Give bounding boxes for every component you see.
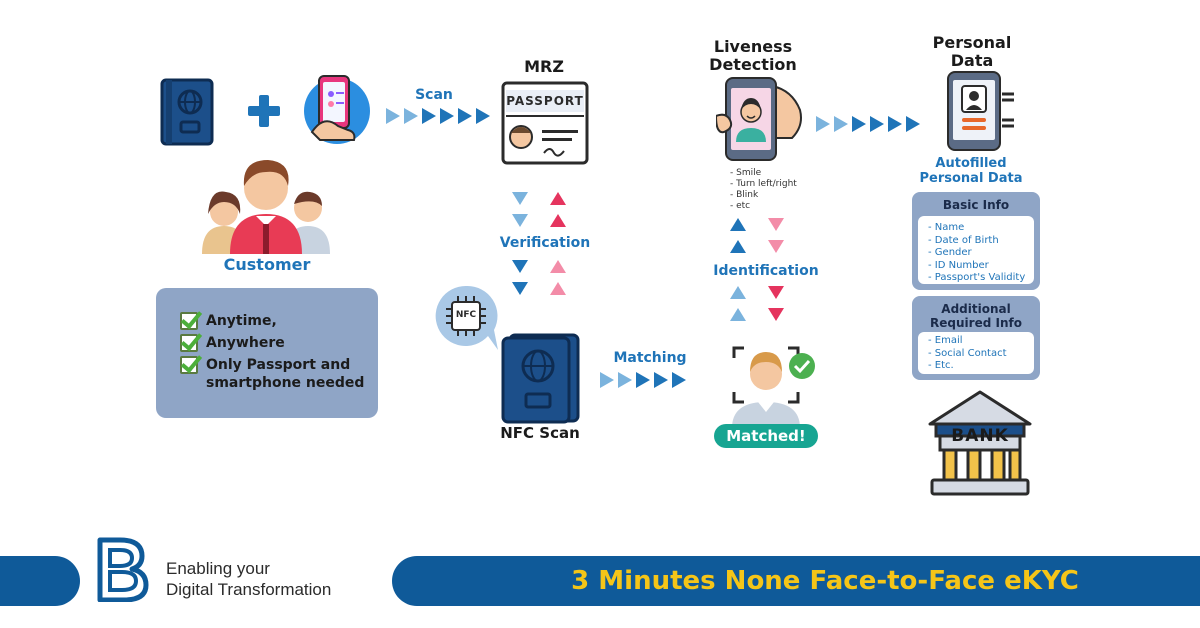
autofilled-line1: Autofilled [935,156,1007,171]
profile-phone-icon [944,70,1018,152]
bank-text: BANK [951,426,1009,446]
checkbox-icon [180,312,198,330]
autofilled-line2: Personal Data [919,171,1023,186]
verification-arrows [512,192,572,300]
additional-info-item: - Etc. [928,360,954,371]
scan-arrows [386,108,490,124]
matching-label: Matching [613,350,687,366]
basic-info-item: - Date of Birth [928,234,999,246]
checkbox-icon [180,356,198,374]
mrz-label: MRZ [524,57,564,76]
basic-info-item: - Gender [928,247,972,258]
liveness-step: - etc [730,201,751,211]
additional-info-item: - Social Contact [928,347,1007,359]
footer-headline: 3 Minutes None Face-to-Face eKYC [571,566,1079,596]
benefit-row: Only Passport and smartphone needed [180,356,370,392]
smartphone-scan-icon [302,72,372,146]
company-logo-icon [94,536,156,603]
additional-info-title-line2: Required Info [930,316,1022,330]
basic-info-card: Basic Info - Name - Date of Birth - Gend… [912,192,1040,290]
passport-icon [158,78,216,146]
liveness-label: Liveness Detection [700,38,806,74]
tagline-line1: Enabling your [166,559,270,578]
customer-group-icon [200,158,332,254]
benefit-row: Anytime, [180,312,370,330]
nfc-chip-bubble [432,284,500,354]
liveness-steps: - Smile - Turn left/right - Blink - etc [730,168,797,212]
autofilled-label: Autofilled Personal Data [906,156,1036,186]
basic-info-item: - ID Number [928,259,989,271]
benefit-row: Anywhere [180,334,370,352]
verification-label: Verification [499,235,591,251]
basic-info-title: Basic Info [942,198,1010,212]
additional-info-item: - Email [928,335,963,346]
customer-label: Customer [223,255,311,274]
scan-label: Scan [415,87,453,103]
plus-icon [248,95,280,127]
benefit-text: Only Passport and smartphone needed [206,357,365,391]
passport-word: PASSPORT [506,94,584,108]
additional-info-title: Additional Required Info [912,302,1040,330]
additional-info-card: Additional Required Info - Email - Socia… [912,296,1040,380]
passport-page-icon [500,80,590,166]
checkbox-icon [180,334,198,352]
nfc-scan-label: NFC Scan [500,424,580,442]
benefit-text: Anytime, [206,313,277,329]
liveness-step: - Blink [730,190,759,200]
liveness-step: - Smile [730,168,762,178]
basic-info-item: - Name [928,222,965,233]
matched-badge: Matched! [714,424,818,448]
footer-left-bar [0,556,80,606]
benefits-box: Anytime, Anywhere Only Passport and smar… [156,288,378,418]
bank-icon [926,390,1034,498]
footer-tagline: Enabling your Digital Transformation [166,558,331,600]
nfc-passport-icon [500,332,582,424]
personal-data-label: Personal Data [920,34,1024,70]
matching-arrows [600,372,686,388]
footer-headline-bar [392,556,1200,606]
identification-label: Identification [713,263,819,279]
personal-line1: Personal [932,33,1012,52]
additional-info-title-line1: Additional [941,302,1011,316]
selfie-phone-icon [714,76,804,162]
benefit-text: Anywhere [206,335,285,351]
identification-arrows [730,218,790,328]
liveness-line1: Liveness [713,37,793,56]
tagline-line2: Digital Transformation [166,580,332,599]
nfc-chip-text: NFC [455,310,477,320]
liveness-step: - Turn left/right [730,179,797,189]
liveness-line2: Detection [709,55,797,74]
liveness-to-data-arrows [816,116,920,132]
face-match-icon [722,336,818,428]
basic-info-item: - Passport's Validity [928,272,1026,283]
personal-line2: Data [950,51,994,70]
